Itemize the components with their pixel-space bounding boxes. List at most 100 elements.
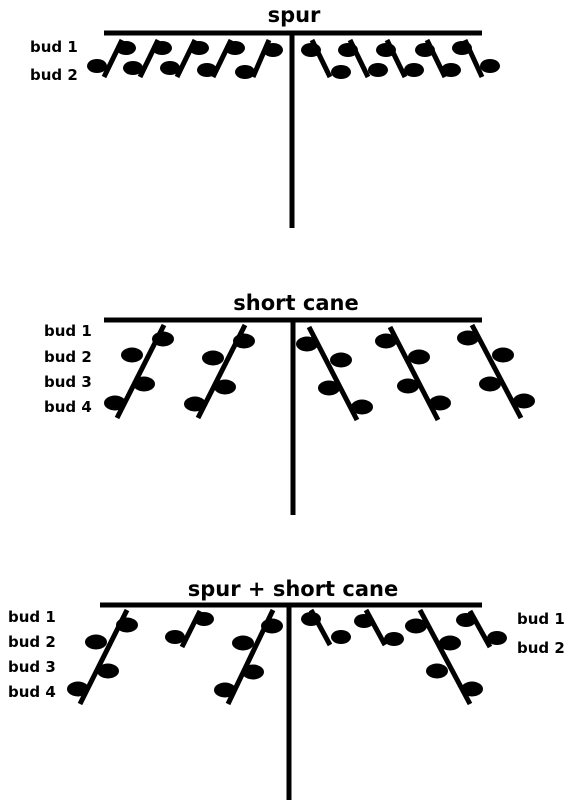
bud-1 (261, 618, 283, 634)
panel-title-spur-short-cane: spur + short cane (188, 577, 398, 601)
bud-1 (301, 43, 321, 57)
bud-3 (97, 663, 119, 679)
bud-4 (351, 399, 373, 415)
bud-1 (194, 612, 214, 626)
spur-shoot (235, 39, 283, 79)
bud-1 (116, 617, 138, 633)
bud-label-2: bud 2 (8, 633, 56, 651)
bud-4 (513, 393, 535, 409)
short-cane-shoot (67, 608, 138, 706)
bud-3 (133, 376, 155, 392)
bud-1 (456, 613, 476, 627)
bud-1 (457, 330, 479, 346)
spur-shoot (456, 609, 507, 649)
bud-1 (415, 43, 435, 57)
bud-1 (405, 618, 427, 634)
bud-2 (121, 347, 143, 363)
spur-shoot (452, 38, 500, 79)
bud-1 (376, 43, 396, 57)
bud-label-1: bud 1 (30, 38, 78, 56)
bud-1 (116, 41, 136, 55)
bud-1 (301, 612, 321, 626)
bud-1 (452, 41, 472, 55)
bud-1 (152, 41, 172, 55)
bud-4 (429, 395, 451, 411)
bud-2 (202, 350, 224, 366)
bud-1 (296, 336, 318, 352)
short-cane-shoot (184, 323, 255, 420)
panel-title-short-cane: short cane (233, 291, 358, 315)
spur-shoot (197, 38, 245, 79)
bud-1 (338, 43, 358, 57)
bud-2 (330, 352, 352, 368)
bud-1 (189, 41, 209, 55)
spur-shoot (376, 38, 424, 79)
bud-3 (214, 379, 236, 395)
bud-label-1: bud 1 (8, 608, 56, 626)
bud-1 (225, 41, 245, 55)
bud-label-2: bud 2 (44, 348, 92, 366)
bud-2 (408, 349, 430, 365)
bud-label-3: bud 3 (44, 373, 92, 391)
bud-label-4: bud 4 (44, 398, 92, 416)
bud-2 (85, 634, 107, 650)
bud-1 (263, 43, 283, 57)
bud-2 (232, 635, 254, 651)
bud-2 (197, 63, 217, 77)
panel-title-spur: spur (268, 3, 321, 27)
spur-shoot (301, 608, 351, 647)
bud-4 (67, 681, 89, 697)
bud-3 (397, 378, 419, 394)
bud-1 (233, 333, 255, 349)
bud-2 (368, 63, 388, 77)
bud-4 (214, 682, 236, 698)
bud-label-3: bud 3 (8, 658, 56, 676)
spur-shoot (415, 38, 461, 79)
bud-2 (331, 65, 351, 79)
bud-label-2-right: bud 2 (517, 639, 565, 657)
spur-shoot (301, 38, 351, 79)
bud-2 (441, 63, 461, 77)
bud-label-1-right: bud 1 (517, 610, 565, 628)
short-cane-shoot (296, 325, 373, 422)
spur-shoot (338, 38, 388, 79)
bud-1 (375, 333, 397, 349)
bud-2 (487, 631, 507, 645)
bud-3 (479, 376, 501, 392)
short-cane-shoot (405, 608, 483, 706)
bud-2 (480, 59, 500, 73)
bud-3 (242, 664, 264, 680)
short-cane-shoot (104, 323, 174, 420)
spur-shoot (123, 38, 172, 79)
bud-2 (87, 59, 107, 73)
bud-2 (160, 61, 180, 75)
bud-3 (318, 380, 340, 396)
bud-4 (184, 396, 206, 412)
bud-2 (384, 632, 404, 646)
bud-2 (331, 630, 351, 644)
bud-1 (152, 331, 174, 347)
spur-shoot (87, 38, 136, 79)
spur-shoot (354, 608, 404, 647)
bud-2 (165, 630, 185, 644)
spur-shoot (160, 38, 209, 79)
bud-2 (123, 61, 143, 75)
bud-2 (439, 635, 461, 651)
spur-shoot (165, 609, 214, 649)
panel-spur: spur bud 1 bud 2 (30, 3, 500, 228)
bud-2 (404, 63, 424, 77)
bud-2 (492, 347, 514, 363)
bud-label-4: bud 4 (8, 683, 56, 701)
bud-4 (461, 681, 483, 697)
short-cane-shoot (375, 325, 451, 422)
bud-2 (235, 65, 255, 79)
bud-label-2: bud 2 (30, 66, 78, 84)
short-cane-shoot (214, 608, 283, 706)
bud-3 (426, 663, 448, 679)
panel-spur-short-cane: spur + short cane bud 1 bud 2 bud 3 bud … (8, 577, 565, 800)
bud-label-1: bud 1 (44, 322, 92, 340)
bud-1 (354, 614, 374, 628)
short-cane-shoot (457, 323, 535, 420)
bud-4 (104, 395, 126, 411)
